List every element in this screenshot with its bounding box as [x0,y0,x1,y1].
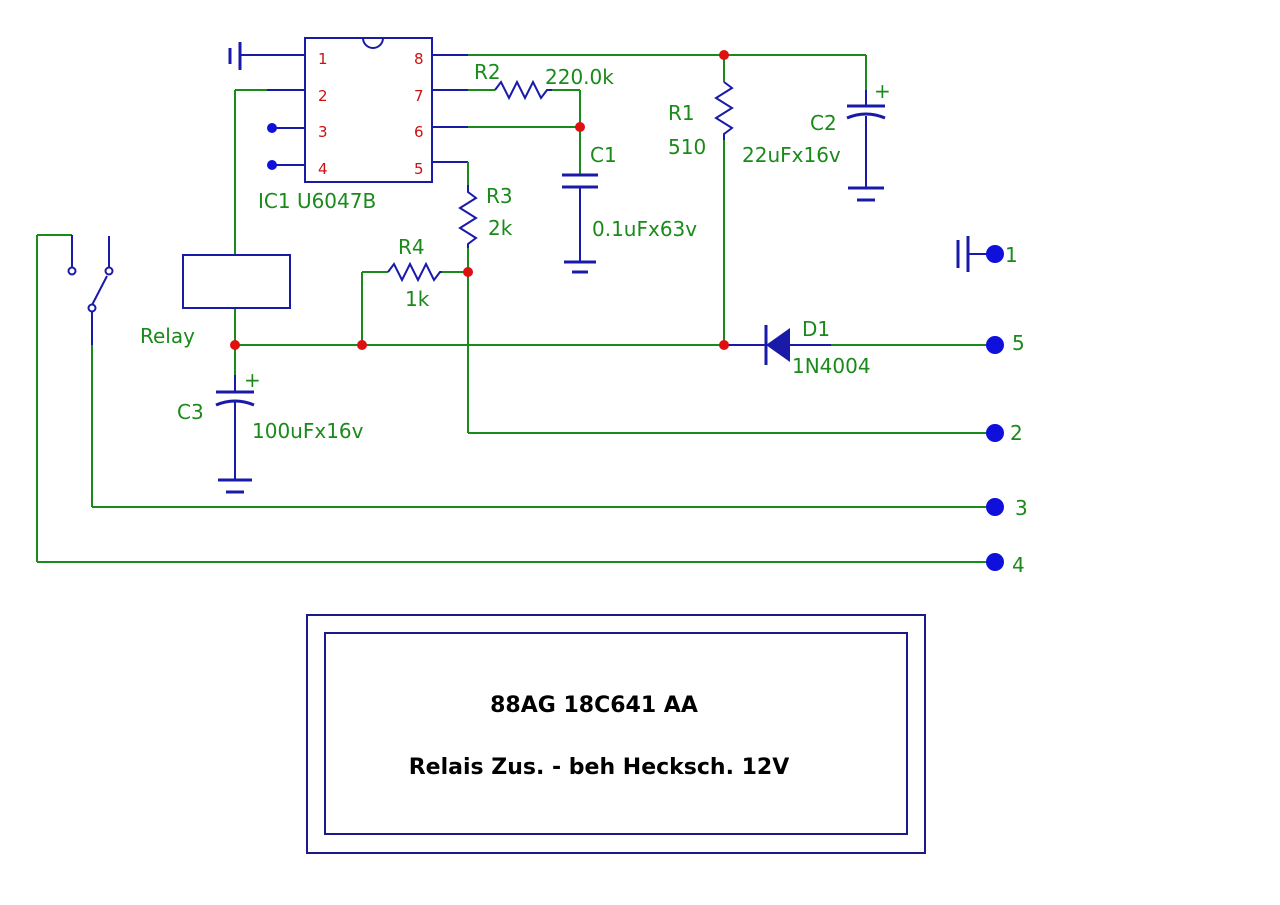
junction-dot [463,267,473,277]
r3-ref: R3 [486,184,513,208]
junction-dot [719,50,729,60]
ic-pin-7: 7 [414,87,424,105]
junction-dot [575,122,585,132]
c3-ground-symbol [218,478,252,494]
terminal-2-pad [986,424,1004,442]
r3-resistor [458,185,478,248]
wires [36,54,995,563]
title-description: Relais Zus. - beh Hecksch. 12V [409,755,790,780]
pin4-nc-dot [267,160,277,170]
c3-value: 100uFx16v [252,419,364,443]
r2-value: 220.0k [545,65,614,89]
ic-notch [362,37,384,49]
terminal-5-pad [986,336,1004,354]
c2-ref: C2 [810,111,837,135]
junction-dot [357,340,367,350]
r4-resistor [387,261,442,283]
r4-value: 1k [405,287,430,311]
terminal-4-label: 4 [1012,553,1025,577]
junction-dot [719,340,729,350]
r1-resistor [714,81,734,140]
terminal-1-label: 1 [1005,243,1018,267]
terminal-5-label: 5 [1012,331,1025,355]
terminal-2-label: 2 [1010,421,1023,445]
d1-diode [724,325,831,365]
ic-pin-6: 6 [414,123,424,141]
junctions [230,50,729,350]
relay-switch [67,235,114,345]
terminal-3-label: 3 [1015,496,1028,520]
ic-pin-2: 2 [318,87,328,105]
ic-pin-8: 8 [414,50,424,68]
relay-coil [182,254,291,309]
junction-dot [230,340,240,350]
d1-ref: D1 [802,317,830,341]
c3-capacitor [215,375,255,480]
c2-ground-symbol [848,186,884,202]
c1-ref: C1 [590,143,617,167]
terminal-3-pad [986,498,1004,516]
c2-polarity: + [874,79,891,103]
d1-value: 1N4004 [792,354,871,378]
ic-ground-symbol [228,42,277,70]
relay-label: Relay [140,324,195,348]
terminal-1 [956,236,1004,272]
c1-capacitor [562,173,598,262]
ic-pin-1: 1 [318,50,328,68]
ic-pin-4: 4 [318,160,328,178]
terminal-4-pad [986,553,1004,571]
c2-value: 22uFx16v [742,143,841,167]
pin3-nc-dot [267,123,277,133]
ic-pin-3: 3 [318,123,328,141]
c3-polarity: + [244,368,261,392]
r4-ref: R4 [398,235,425,259]
title-part-number: 88AG 18C641 AA [490,693,698,718]
ic1-body: 1 2 3 4 8 7 6 5 [267,37,468,183]
r2-ref: R2 [474,60,501,84]
ic-pin-5: 5 [414,160,424,178]
r1-value: 510 [668,135,706,159]
r3-value: 2k [488,216,513,240]
ic1-label: IC1 U6047B [258,189,376,213]
r1-ref: R1 [668,101,695,125]
c1-value: 0.1uFx63v [592,217,697,241]
c3-ref: C3 [177,400,204,424]
c2-capacitor [846,90,886,188]
r2-resistor [494,79,552,101]
c1-ground-symbol [564,260,596,274]
title-block [306,614,926,854]
